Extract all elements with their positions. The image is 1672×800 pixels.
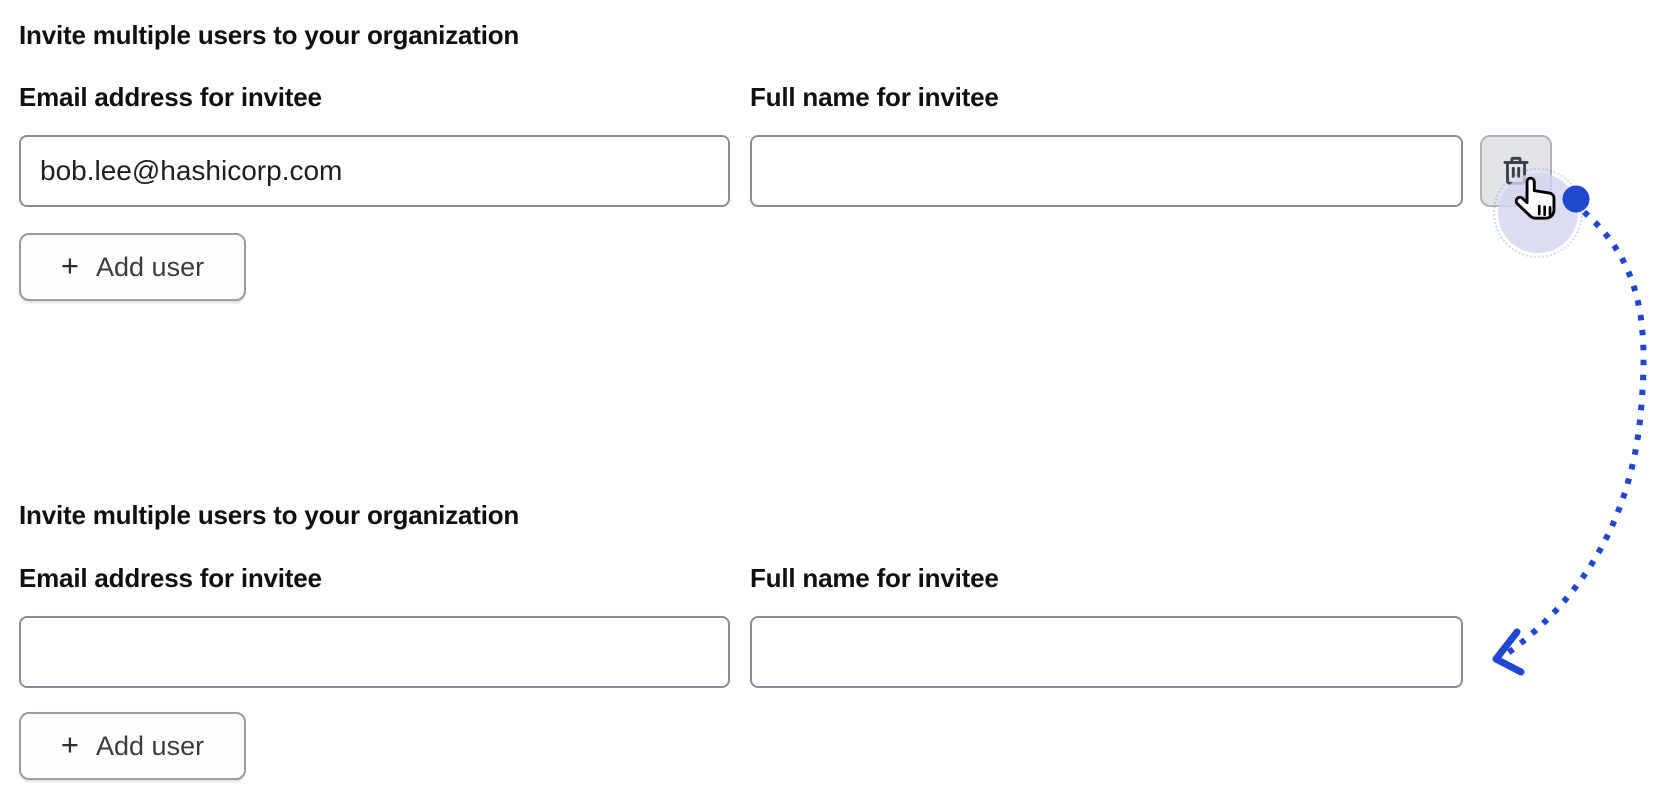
add-user-label: Add user xyxy=(96,730,205,761)
arrowhead-icon xyxy=(1492,628,1525,676)
click-halo xyxy=(1493,168,1583,258)
section-1-fullname-input[interactable] xyxy=(750,135,1463,207)
section-2-email-input[interactable] xyxy=(19,616,730,688)
add-user-button-2[interactable]: + Add user xyxy=(19,712,246,780)
section-1-fullname-label: Full name for invitee xyxy=(750,82,999,112)
section-1-email-input[interactable] xyxy=(19,135,730,207)
add-user-label: Add user xyxy=(96,251,205,282)
add-user-button[interactable]: + Add user xyxy=(19,233,246,301)
section-2-heading: Invite multiple users to your organizati… xyxy=(19,500,520,530)
section-2-email-label: Email address for invitee xyxy=(19,563,322,593)
section-2-fullname-input[interactable] xyxy=(750,616,1463,688)
plus-icon: + xyxy=(60,726,80,762)
section-1-heading: Invite multiple users to your organizati… xyxy=(19,20,520,50)
plus-icon: + xyxy=(60,247,80,283)
section-2-fullname-label: Full name for invitee xyxy=(750,563,999,593)
section-1-email-label: Email address for invitee xyxy=(19,82,322,112)
arrow-dotted-path xyxy=(1506,209,1647,656)
